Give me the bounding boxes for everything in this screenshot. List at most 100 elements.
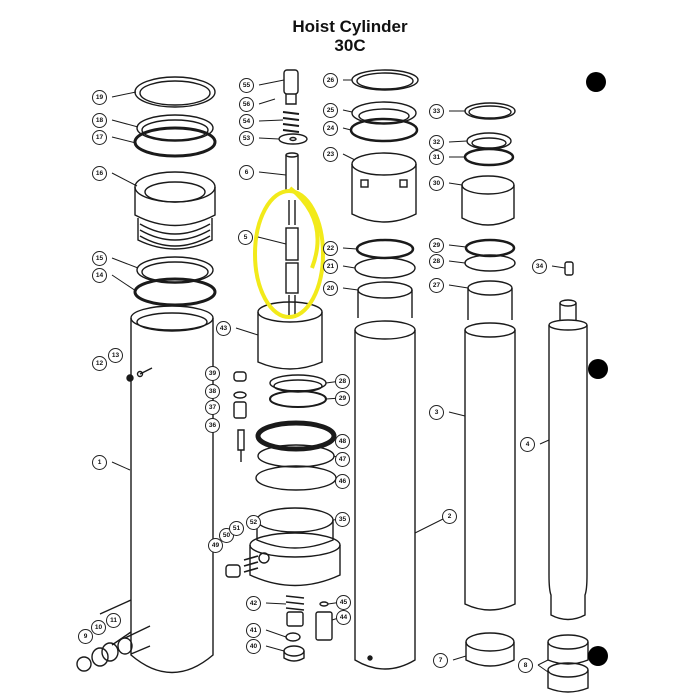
part-35-piston [249, 507, 341, 587]
part-callout-2: 2 [442, 509, 457, 524]
part-41-nut [285, 632, 301, 642]
part-callout-28: 28 [335, 374, 350, 389]
part-callout-30: 30 [429, 176, 444, 191]
part-9-11-valve-stack [76, 625, 151, 672]
part-5-rod [285, 200, 299, 318]
part-callout-16: 16 [92, 166, 107, 181]
registration-dot-bottom [588, 646, 608, 666]
part-49-52-valve-parts [225, 552, 270, 578]
part-36-nozzle [237, 429, 245, 462]
part-callout-40: 40 [246, 639, 261, 654]
part-26-ring [351, 69, 419, 91]
part-callout-29: 29 [335, 391, 350, 406]
part-callout-12: 12 [92, 356, 107, 371]
part-38-oring [233, 391, 247, 399]
part-19-ring [134, 76, 216, 108]
part-callout-55: 55 [239, 78, 254, 93]
part-33-ring [464, 102, 516, 120]
part-callout-8: 8 [518, 658, 533, 673]
part-callout-44: 44 [336, 610, 351, 625]
part-callout-14: 14 [92, 268, 107, 283]
part-callout-53: 53 [239, 131, 254, 146]
part-32-ring [466, 132, 512, 150]
part-53-washer [278, 133, 308, 145]
part-callout-37: 37 [205, 400, 220, 415]
part-54-spring [282, 111, 300, 133]
part-46-ring [255, 465, 337, 491]
part-callout-54: 54 [239, 114, 254, 129]
part-40-cap [283, 645, 305, 662]
part-48-wiper [255, 420, 337, 452]
part-27-bushing [467, 280, 513, 320]
part-39-plug [233, 371, 247, 382]
part-callout-17: 17 [92, 130, 107, 145]
part-callout-42: 42 [246, 596, 261, 611]
part-14-seal [133, 277, 217, 307]
part-callout-24: 24 [323, 121, 338, 136]
part-4-rod [548, 299, 588, 621]
diagram-title: Hoist Cylinder [292, 17, 408, 36]
part-callout-51: 51 [229, 521, 244, 536]
part-callout-36: 36 [205, 418, 220, 433]
part-42-spring-assembly [285, 595, 305, 627]
part-6-tube [285, 152, 299, 190]
part-callout-45: 45 [336, 595, 351, 610]
part-callout-19: 19 [92, 90, 107, 105]
part-callout-13: 13 [108, 348, 123, 363]
part-callout-35: 35 [335, 512, 350, 527]
part-45-44-filter [315, 601, 333, 641]
part-29-seal-right [464, 238, 516, 258]
part-22-seal [355, 238, 415, 260]
part-callout-9: 9 [78, 629, 93, 644]
part-callout-15: 15 [92, 251, 107, 266]
diagram-subtitle: 30C [334, 36, 366, 55]
part-callout-26: 26 [323, 73, 338, 88]
part-28-ring [269, 374, 327, 393]
part-18-ring [136, 114, 214, 142]
part-43-sleeve [257, 301, 323, 370]
part-8-nuts [547, 634, 589, 693]
part-callout-56: 56 [239, 97, 254, 112]
part-callout-34: 34 [532, 259, 547, 274]
highlight-ellipse [253, 186, 325, 319]
part-25-ring [351, 101, 417, 125]
part-callout-33: 33 [429, 104, 444, 119]
part-callout-5: 5 [238, 230, 253, 245]
part-55-cap [283, 69, 299, 105]
part-callout-7: 7 [433, 653, 448, 668]
part-callout-38: 38 [205, 384, 220, 399]
part-21-ring [354, 257, 416, 279]
part-callout-28: 28 [429, 254, 444, 269]
part-callout-20: 20 [323, 281, 338, 296]
part-callout-25: 25 [323, 103, 338, 118]
part-28-ring-right [464, 254, 516, 272]
part-callout-47: 47 [335, 452, 350, 467]
part-29-seal [269, 390, 327, 408]
part-callout-1: 1 [92, 455, 107, 470]
part-callout-22: 22 [323, 241, 338, 256]
part-20-bushing [357, 281, 413, 318]
part-callout-32: 32 [429, 135, 444, 150]
part-callout-41: 41 [246, 623, 261, 638]
part-callout-52: 52 [246, 515, 261, 530]
part-callout-43: 43 [216, 321, 231, 336]
part-callout-11: 11 [106, 613, 121, 628]
part-31-seal [463, 147, 515, 167]
part-callout-18: 18 [92, 113, 107, 128]
part-16-gland-nut [134, 171, 216, 250]
part-2-barrel [354, 320, 416, 670]
part-7-nut [465, 632, 515, 667]
part-callout-46: 46 [335, 474, 350, 489]
part-callout-6: 6 [239, 165, 254, 180]
part-34-fitting [564, 261, 574, 276]
part-callout-48: 48 [335, 434, 350, 449]
part-callout-29: 29 [429, 238, 444, 253]
registration-dot-middle [588, 359, 608, 379]
part-12-13-fitting [126, 367, 153, 382]
part-callout-31: 31 [429, 150, 444, 165]
part-callout-39: 39 [205, 366, 220, 381]
part-15-ring [136, 256, 214, 284]
part-callout-3: 3 [429, 405, 444, 420]
part-callout-10: 10 [91, 620, 106, 635]
